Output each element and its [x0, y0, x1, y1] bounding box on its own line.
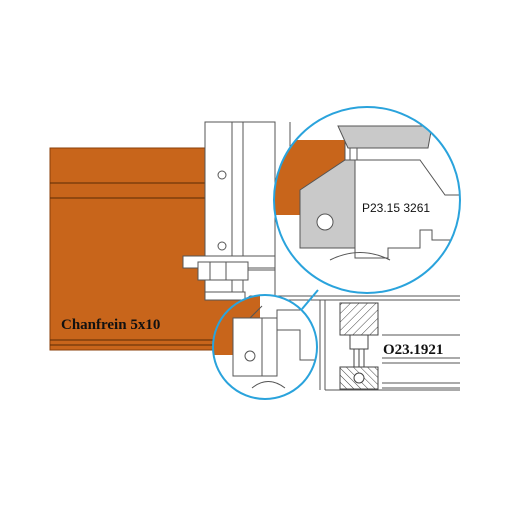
bolt-assembly [182, 255, 276, 281]
screw-icon [339, 302, 379, 390]
small-detail-magnifier [212, 294, 318, 400]
base-rail [262, 295, 460, 391]
insert-reference-label: P23.15 3261 [362, 201, 430, 215]
magnifier-connector [301, 289, 319, 310]
large-detail-magnifier [273, 106, 461, 294]
chamfer-label: Chanfrein 5x10 [61, 317, 160, 333]
part-reference-label: O23.1921 [383, 342, 443, 358]
